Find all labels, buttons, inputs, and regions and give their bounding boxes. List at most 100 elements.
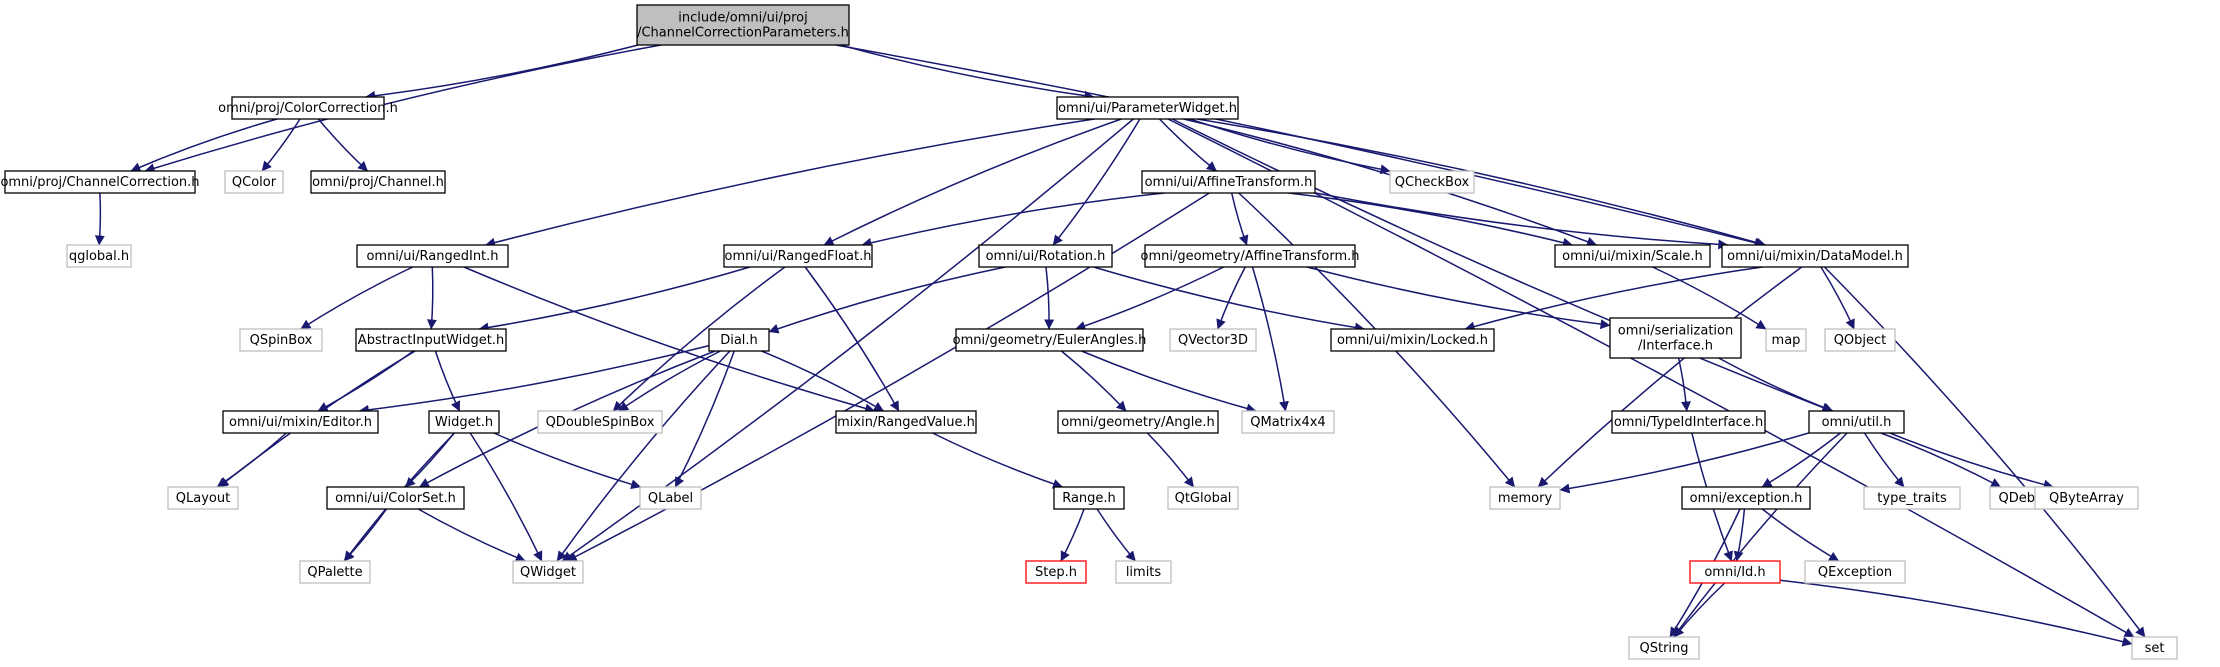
node-box-root[interactable]	[636, 4, 850, 46]
node-box-qcolor[interactable]	[224, 170, 284, 194]
node-qpalette[interactable]: QPalette	[299, 560, 371, 584]
node-qdoublespinbox[interactable]: QDoubleSpinBox	[537, 410, 663, 434]
node-box-rotation[interactable]	[978, 244, 1113, 268]
node-box-editor[interactable]	[222, 410, 379, 434]
node-box-typeidinterface[interactable]	[1611, 410, 1766, 434]
edge-parameterwidget-to-affinetransform	[1158, 118, 1217, 172]
node-angle[interactable]: omni/geometry/Angle.h	[1057, 410, 1219, 434]
node-qobject[interactable]: QObject	[1824, 328, 1896, 352]
node-qglobal[interactable]: qglobal.h	[66, 244, 132, 268]
node-exception[interactable]: omni/exception.h	[1681, 486, 1811, 510]
node-label-parameterwidget-0: omni/ui/ParameterWidget.h	[1058, 101, 1237, 116]
node-affinetransform[interactable]: omni/ui/AffineTransform.h	[1141, 170, 1316, 194]
node-util[interactable]: omni/util.h	[1808, 410, 1905, 434]
node-box-qdoublespinbox[interactable]	[537, 410, 663, 434]
node-box-serialization[interactable]	[1609, 317, 1742, 359]
node-box-exception[interactable]	[1681, 486, 1811, 510]
node-box-qbytearray[interactable]	[2034, 486, 2139, 510]
node-box-colorcorrection[interactable]	[231, 96, 385, 120]
node-map[interactable]: map	[1765, 328, 1807, 352]
node-qexception[interactable]: QException	[1804, 560, 1906, 584]
node-colorcorrection[interactable]: omni/proj/ColorCorrection.h	[218, 96, 398, 120]
node-range[interactable]: Range.h	[1053, 486, 1125, 510]
node-rangedint[interactable]: omni/ui/RangedInt.h	[356, 244, 509, 268]
node-box-qstring[interactable]	[1628, 636, 1700, 660]
node-limits[interactable]: limits	[1115, 560, 1172, 584]
node-box-channel[interactable]	[310, 170, 446, 194]
node-eulerangles[interactable]: omni/geometry/EulerAngles.h	[953, 328, 1147, 352]
node-typeidinterface[interactable]: omni/TypeIdInterface.h	[1611, 410, 1766, 434]
node-box-abstractinput[interactable]	[355, 328, 507, 352]
node-box-geomaffine[interactable]	[1144, 244, 1356, 268]
node-box-qmatrix4x4[interactable]	[1241, 410, 1335, 434]
node-box-qtglobal[interactable]	[1167, 486, 1239, 510]
node-box-qglobal[interactable]	[66, 244, 132, 268]
node-box-range[interactable]	[1053, 486, 1125, 510]
node-box-typetraits[interactable]	[1863, 486, 1961, 510]
node-box-id[interactable]	[1689, 560, 1781, 584]
node-box-colorset[interactable]	[326, 486, 465, 510]
node-box-qobject[interactable]	[1824, 328, 1896, 352]
node-qstring[interactable]: QString	[1628, 636, 1700, 660]
node-datamodel[interactable]: omni/ui/mixin/DataModel.h	[1721, 244, 1909, 268]
node-box-memory[interactable]	[1489, 486, 1561, 510]
node-qwidget[interactable]: QWidget	[512, 560, 584, 584]
node-parameterwidget[interactable]: omni/ui/ParameterWidget.h	[1056, 96, 1239, 120]
node-channelcorrection[interactable]: omni/proj/ChannelCorrection.h	[0, 170, 200, 194]
node-box-qlayout[interactable]	[167, 486, 239, 510]
node-editor[interactable]: omni/ui/mixin/Editor.h	[222, 410, 379, 434]
node-box-rangedfloat[interactable]	[723, 244, 873, 268]
node-scale[interactable]: omni/ui/mixin/Scale.h	[1554, 244, 1711, 268]
node-widget[interactable]: Widget.h	[428, 410, 500, 434]
node-qmatrix4x4[interactable]: QMatrix4x4	[1241, 410, 1335, 434]
node-box-datamodel[interactable]	[1721, 244, 1909, 268]
node-box-affinetransform[interactable]	[1141, 170, 1316, 194]
node-qvector3d[interactable]: QVector3D	[1169, 328, 1257, 352]
node-box-map[interactable]	[1765, 328, 1807, 352]
node-dial[interactable]: Dial.h	[708, 328, 770, 352]
node-box-qlabel[interactable]	[639, 486, 702, 510]
node-box-dial[interactable]	[708, 328, 770, 352]
node-box-limits[interactable]	[1115, 560, 1172, 584]
node-qlabel[interactable]: QLabel	[639, 486, 702, 510]
node-colorset[interactable]: omni/ui/ColorSet.h	[326, 486, 465, 510]
node-locked[interactable]: omni/ui/mixin/Locked.h	[1330, 328, 1495, 352]
node-qtglobal[interactable]: QtGlobal	[1167, 486, 1239, 510]
node-set[interactable]: set	[2131, 636, 2178, 660]
node-box-qspinbox[interactable]	[239, 328, 323, 352]
node-rangedvalue[interactable]: mixin/RangedValue.h	[835, 410, 977, 434]
node-typetraits[interactable]: type_traits	[1863, 486, 1961, 510]
node-qlayout[interactable]: QLayout	[167, 486, 239, 510]
node-box-util[interactable]	[1808, 410, 1905, 434]
node-box-qwidget[interactable]	[512, 560, 584, 584]
node-serialization[interactable]: omni/serialization/Interface.h	[1609, 317, 1742, 359]
node-box-qexception[interactable]	[1804, 560, 1906, 584]
node-id[interactable]: omni/Id.h	[1689, 560, 1781, 584]
node-channel[interactable]: omni/proj/Channel.h	[310, 170, 446, 194]
node-box-scale[interactable]	[1554, 244, 1711, 268]
node-root[interactable]: include/omni/ui/proj/ChannelCorrectionPa…	[636, 4, 850, 46]
node-box-rangedint[interactable]	[356, 244, 509, 268]
node-qbytearray[interactable]: QByteArray	[2034, 486, 2139, 510]
node-memory[interactable]: memory	[1489, 486, 1561, 510]
node-qcheckbox[interactable]: QCheckBox	[1389, 170, 1475, 194]
node-box-qcheckbox[interactable]	[1389, 170, 1475, 194]
node-box-angle[interactable]	[1057, 410, 1219, 434]
node-abstractinput[interactable]: AbstractInputWidget.h	[355, 328, 507, 352]
node-qcolor[interactable]: QColor	[224, 170, 284, 194]
node-box-parameterwidget[interactable]	[1056, 96, 1239, 120]
node-box-locked[interactable]	[1330, 328, 1495, 352]
node-rangedfloat[interactable]: omni/ui/RangedFloat.h	[723, 244, 873, 268]
node-box-channelcorrection[interactable]	[4, 170, 196, 194]
node-rotation[interactable]: omni/ui/Rotation.h	[978, 244, 1113, 268]
node-geomaffine[interactable]: omni/geometry/AffineTransform.h	[1141, 244, 1360, 268]
node-box-eulerangles[interactable]	[955, 328, 1144, 352]
node-box-set[interactable]	[2131, 636, 2178, 660]
node-box-rangedvalue[interactable]	[835, 410, 977, 434]
node-qspinbox[interactable]: QSpinBox	[239, 328, 323, 352]
node-box-qpalette[interactable]	[299, 560, 371, 584]
node-box-step[interactable]	[1025, 560, 1087, 584]
node-box-widget[interactable]	[428, 410, 500, 434]
node-box-qvector3d[interactable]	[1169, 328, 1257, 352]
node-step[interactable]: Step.h	[1025, 560, 1087, 584]
